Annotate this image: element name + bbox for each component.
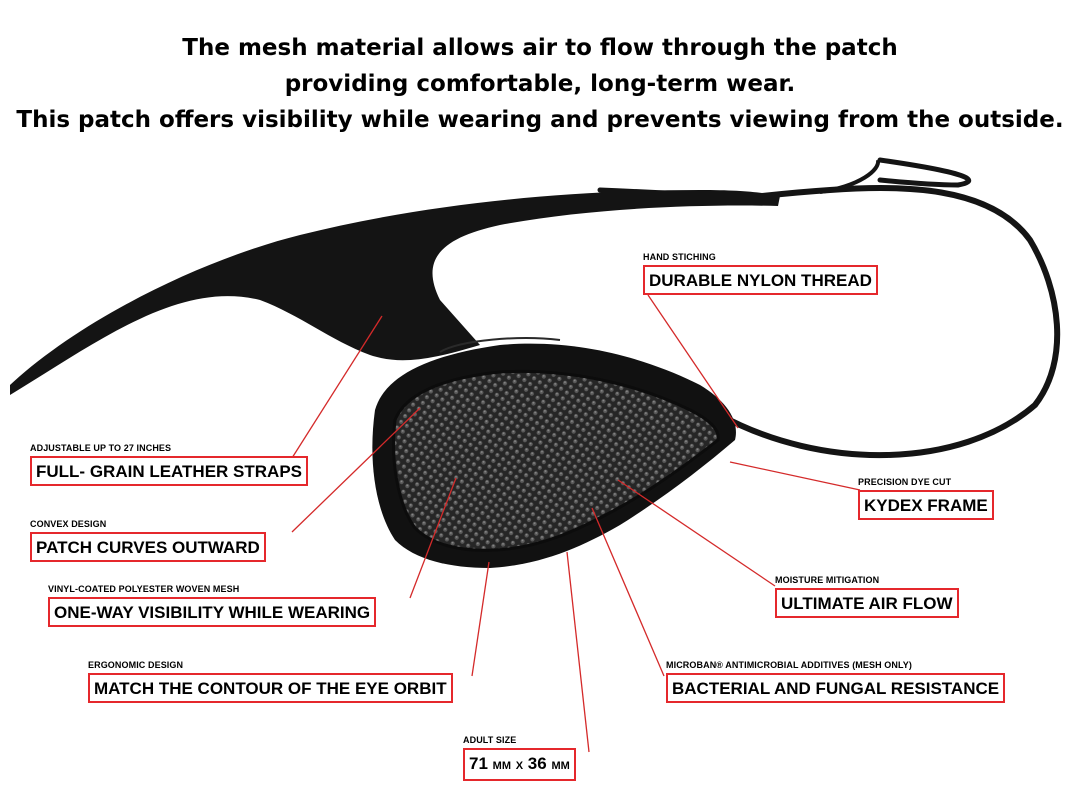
patch-mesh (392, 369, 720, 552)
callout-straps: ADJUSTABLE UP TO 27 INCHES FULL- GRAIN L… (30, 443, 309, 486)
callout-mesh-caption: VINYL-COATED POLYESTER WOVEN MESH (48, 584, 240, 594)
callout-kydex-caption: PRECISION DYE CUT (858, 477, 952, 487)
leader-mesh (409, 477, 457, 599)
thin-strap (717, 184, 1061, 459)
callout-convex: CONVEX DESIGN PATCH CURVES OUTWARD (30, 519, 266, 562)
leader-lines (291, 294, 861, 753)
headline-line-2: providing comfortable, long-term wear. (284, 71, 796, 97)
callout-moisture-caption: MOISTURE MITIGATION (775, 575, 880, 585)
callout-kydex: PRECISION DYE CUT KYDEX FRAME (858, 477, 994, 520)
headline: The mesh material allows air to flow thr… (0, 30, 1080, 138)
size-height-unit: MM (551, 760, 570, 772)
leader-moisture (617, 479, 776, 587)
leader-kydex (729, 461, 861, 491)
callout-ergonomic: ERGONOMIC DESIGN MATCH THE CONTOUR OF TH… (88, 660, 453, 703)
leader-straps (291, 315, 383, 459)
size-width-value: 71 (469, 754, 488, 773)
callout-thread-caption: HAND STICHING (643, 252, 716, 262)
callout-mesh: VINYL-COATED POLYESTER WOVEN MESH ONE-WA… (48, 584, 377, 627)
size-width-unit: MM (492, 760, 511, 772)
leader-thread (647, 294, 739, 429)
size-separator: X (515, 760, 524, 772)
leather-strap (10, 190, 780, 395)
callout-microban: MICROBAN® ANTIMICROBIAL ADDITIVES (MESH … (666, 660, 1006, 703)
leader-ergonomic (471, 561, 490, 677)
leader-microban (591, 507, 665, 677)
size-height-value: 36 (527, 754, 547, 773)
callout-mesh-label: ONE-WAY VISIBILITY WHILE WEARING (48, 597, 377, 627)
callout-microban-caption: MICROBAN® ANTIMICROBIAL ADDITIVES (MESH … (666, 660, 912, 670)
headline-line-3: This patch offers visibility while weari… (16, 107, 1064, 133)
callout-convex-label: PATCH CURVES OUTWARD (30, 532, 266, 562)
callout-size-caption: ADULT SIZE (463, 735, 517, 745)
leader-size (566, 551, 590, 753)
callout-ergonomic-caption: ERGONOMIC DESIGN (88, 660, 184, 670)
callout-thread-label: DURABLE NYLON THREAD (643, 265, 878, 295)
callout-kydex-label: KYDEX FRAME (858, 490, 994, 520)
callout-ergonomic-label: MATCH THE CONTOUR OF THE EYE ORBIT (88, 673, 453, 703)
callout-thread: HAND STICHING DURABLE NYLON THREAD (643, 252, 878, 295)
callout-size-label: 71 MM X 36 MM (463, 748, 576, 781)
callout-straps-caption: ADJUSTABLE UP TO 27 INCHES (30, 443, 172, 453)
callout-microban-label: BACTERIAL AND FUNGAL RESISTANCE (666, 673, 1006, 703)
leader-convex (291, 407, 421, 533)
callout-moisture-label: ULTIMATE AIR FLOW (775, 588, 959, 618)
callout-size: ADULT SIZE 71 MM X 36 MM (463, 735, 576, 781)
callout-moisture: MOISTURE MITIGATION ULTIMATE AIR FLOW (775, 575, 959, 618)
callout-straps-label: FULL- GRAIN LEATHER STRAPS (30, 456, 309, 486)
headline-line-1: The mesh material allows air to flow thr… (182, 35, 898, 61)
callout-convex-caption: CONVEX DESIGN (30, 519, 107, 529)
